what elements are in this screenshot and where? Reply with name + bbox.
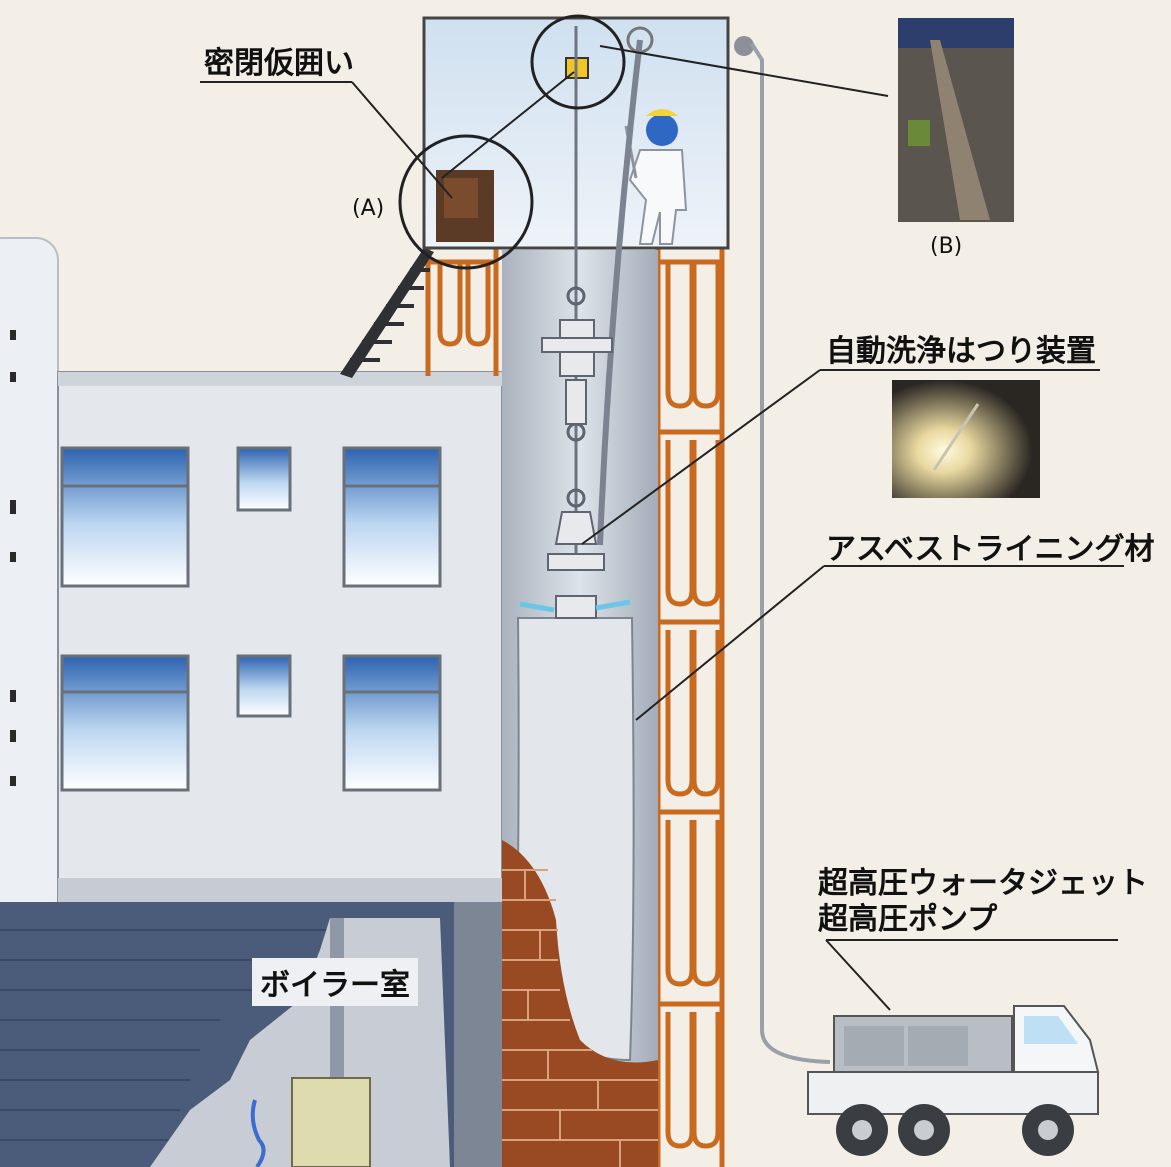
left-panel-fragments [10,330,16,786]
highlight-circles [398,14,626,270]
label-pump-group: 超高圧ウォータジェット 超高圧ポンプ [818,866,1148,938]
left-panel [0,237,59,929]
leader-lines [200,45,1124,1011]
label-b: (B) [930,234,963,259]
label-asbestos-lining: アスベストライニング材 [826,532,1155,567]
boiler-room [0,902,502,1167]
photo-cleaning-device [892,380,1040,498]
roof-stair [340,248,434,378]
label-cleaning-device: 自動洗浄はつり装置 [826,334,1096,369]
label-a: (A) [352,196,385,221]
brick-lines [502,869,658,1167]
label-high-pressure-pump: 超高圧ポンプ [818,902,998,937]
sealed-enclosure [422,16,754,250]
label-boiler-room: ボイラー室 [252,958,418,1006]
hose-line [750,42,831,1064]
photo-b [898,18,1014,222]
pump-truck [807,1005,1100,1156]
worker-figure [624,109,688,245]
label-sealed-enclosure: 密閉仮囲い [204,46,354,81]
building [57,371,503,903]
label-water-jet: 超高圧ウォータジェット [818,866,1148,901]
window [60,446,442,792]
